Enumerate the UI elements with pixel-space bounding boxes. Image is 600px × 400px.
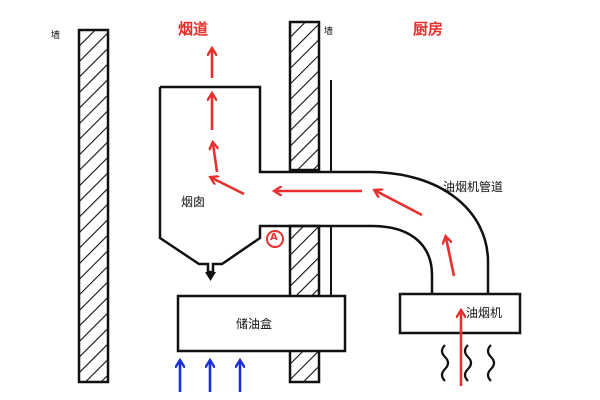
point-a-circle: [266, 230, 284, 248]
label-oil-box: 储油盒: [236, 317, 273, 331]
arrow-duct-rise: [446, 238, 456, 277]
duct-inner-wall: [331, 224, 434, 295]
label-range-hood: 油烟机: [466, 306, 503, 320]
arrow-chimney-up-1: [213, 144, 217, 173]
arrow-duct-bend: [376, 191, 423, 217]
label-kitchen: 厨房: [413, 20, 444, 38]
label-wall-left: 墙: [51, 31, 61, 41]
oil-box: [176, 294, 347, 353]
label-chimney: 烟囱: [181, 195, 206, 209]
chimney-top-outline: [160, 85, 331, 174]
arrow-chimney-turn: [212, 178, 245, 196]
fume-line-1: [440, 344, 450, 382]
right-wall-upper: [288, 20, 321, 172]
oil-drip: [205, 272, 216, 281]
label-wall-right: 墙: [324, 27, 334, 37]
fume-line-2: [463, 344, 473, 382]
left-wall: [77, 28, 110, 384]
label-point-a: A: [270, 232, 278, 243]
intake-arrows: [180, 362, 240, 392]
duct-outer-wall: [331, 170, 490, 295]
label-flue: 烟道: [178, 20, 209, 38]
label-hood-duct: 油烟机管道: [443, 180, 504, 194]
fume-line-3: [486, 344, 496, 382]
airflow-arrows: [212, 50, 461, 386]
